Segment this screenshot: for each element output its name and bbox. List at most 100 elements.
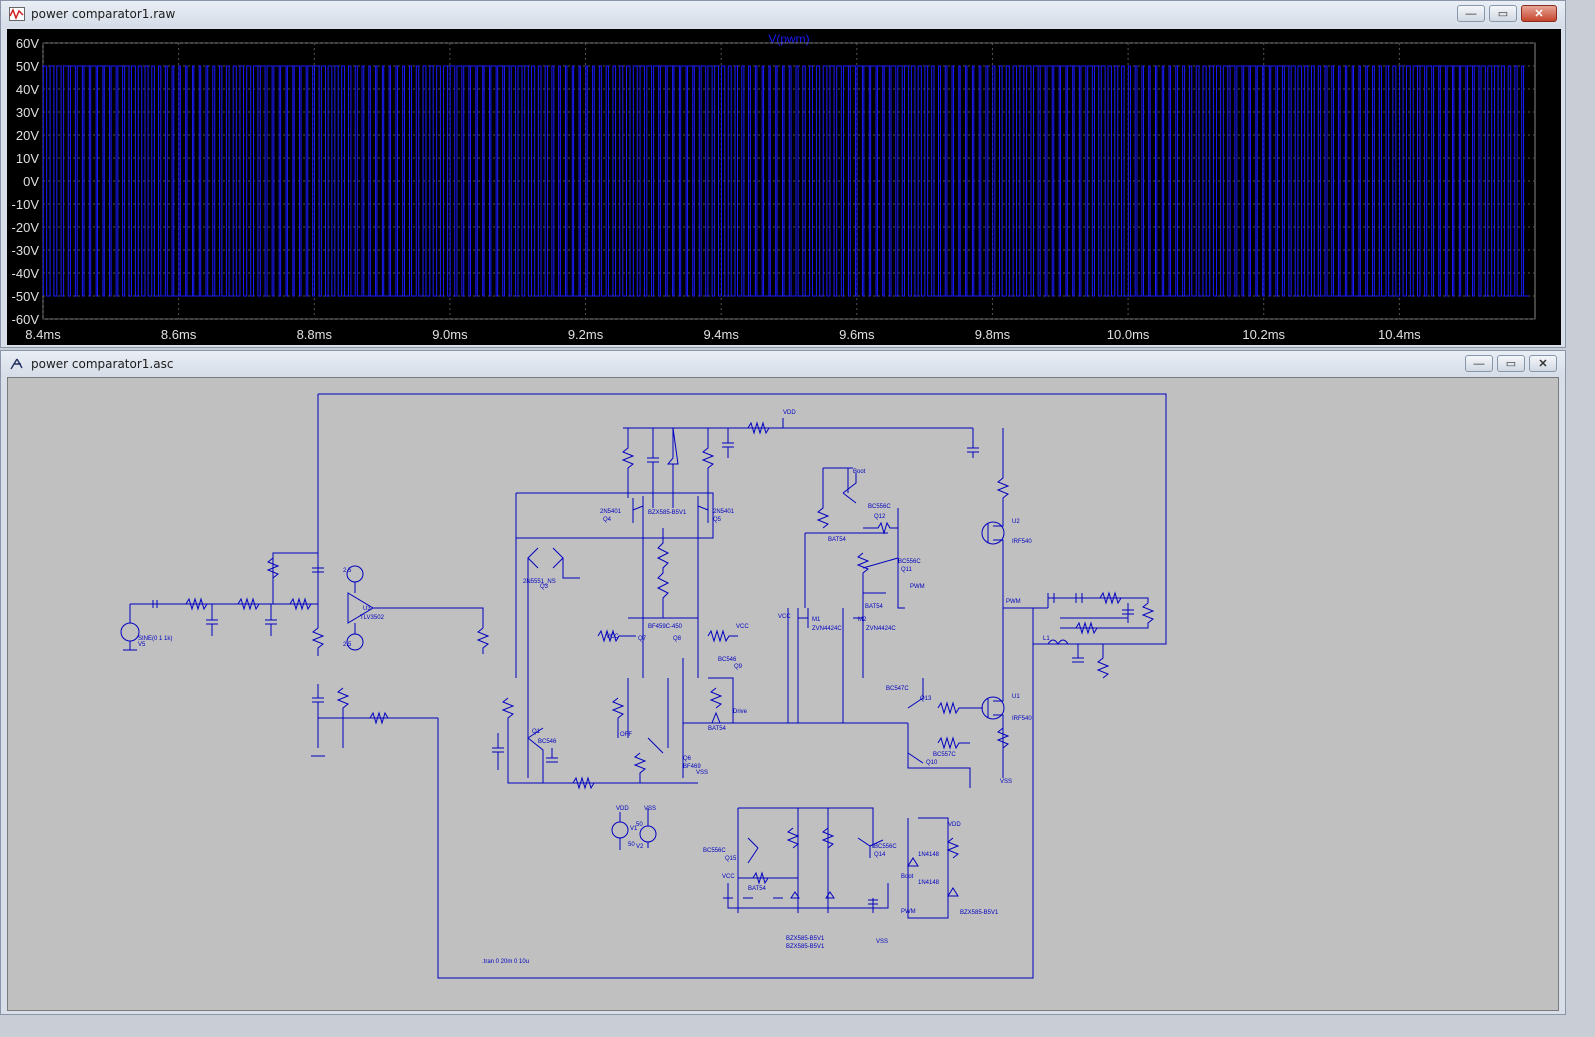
q11-label: Q11 bbox=[901, 567, 913, 573]
q11-model: BC556C bbox=[898, 559, 921, 565]
x-tick-label: 8.4ms bbox=[25, 327, 61, 342]
bat54-bottom: BAT54 bbox=[748, 886, 767, 892]
schematic-minimize-button[interactable]: — bbox=[1465, 355, 1493, 372]
plot-minimize-button[interactable]: — bbox=[1457, 5, 1485, 22]
y-axis-ticks: 60V50V40V30V20V10V0V-10V-20V-30V-40V-50V… bbox=[12, 36, 40, 327]
d-1n4148-a: 1N4148 bbox=[918, 852, 940, 858]
plot-close-button[interactable]: ✕ bbox=[1521, 5, 1557, 22]
schematic-window-titlebar[interactable]: power comparator1.asc — ▭ ✕ bbox=[1, 351, 1565, 377]
output-stage bbox=[787, 428, 1033, 788]
v4-value: 2.5 bbox=[343, 642, 352, 648]
pwm-label: PWM bbox=[910, 584, 925, 590]
schematic-drawing[interactable]: V5 SINE(0 1 1k) U3 TLV3502 2.5 2.5 VDD U… bbox=[8, 378, 1558, 1010]
schematic-icon bbox=[9, 357, 25, 371]
boot-label-bottom: Boot bbox=[901, 874, 914, 880]
plot-window-title: power comparator1.raw bbox=[31, 7, 176, 21]
d-1n4148-b: 1N4148 bbox=[918, 880, 940, 886]
x-tick-label: 10.4ms bbox=[1378, 327, 1421, 342]
pwm-out-label: PWM bbox=[1006, 599, 1021, 605]
q9-label: Q9 bbox=[734, 664, 743, 670]
boot-label: Boot bbox=[853, 469, 866, 475]
x-tick-label: 10.0ms bbox=[1107, 327, 1150, 342]
q14-model: BC556C bbox=[874, 844, 897, 850]
comparator-u3 bbox=[346, 565, 490, 654]
v5-label: V5 bbox=[138, 642, 146, 648]
vss-label: VSS bbox=[696, 770, 708, 776]
u2-model: IRF540 bbox=[1012, 539, 1032, 545]
q7-label: Q7 bbox=[638, 636, 647, 642]
q13-label: Q13 bbox=[920, 696, 932, 702]
u2-label: U2 bbox=[1012, 519, 1020, 525]
output-filter bbox=[1033, 591, 1155, 679]
schematic-canvas[interactable]: V5 SINE(0 1 1k) U3 TLV3502 2.5 2.5 VDD U… bbox=[7, 377, 1559, 1011]
u1-label: U1 bbox=[1012, 694, 1020, 700]
bat54-top: BAT54 bbox=[828, 537, 847, 543]
q5-model: 2N5401 bbox=[713, 509, 735, 515]
x-tick-label: 9.8ms bbox=[975, 327, 1011, 342]
q6-model: BF469 bbox=[683, 764, 701, 770]
feedback-wires bbox=[317, 393, 1167, 979]
q15-label: Q15 bbox=[725, 856, 737, 862]
q12-model: BC556C bbox=[868, 504, 891, 510]
y-tick-label: -10V bbox=[12, 197, 40, 212]
waveform-plot-svg[interactable]: V(pwm) 60V50V40V30V20V10V0V-10V-20V-30V-… bbox=[7, 29, 1561, 345]
q3-label: Q3 bbox=[540, 584, 549, 590]
x-tick-label: 9.2ms bbox=[568, 327, 604, 342]
q9-model: BC546 bbox=[718, 657, 737, 663]
x-tick-label: 9.6ms bbox=[839, 327, 875, 342]
vdd-label-top: VDD bbox=[783, 410, 796, 416]
waveform-icon bbox=[9, 7, 25, 21]
supply-section bbox=[611, 807, 960, 919]
q1-label: Q1 bbox=[532, 729, 541, 735]
spice-directive[interactable]: .tran 0 20m 0 10u bbox=[482, 959, 529, 965]
v2-value: 50 bbox=[636, 822, 643, 828]
trace-v-pwm bbox=[42, 65, 1529, 297]
vss-label-out: VSS bbox=[1000, 779, 1012, 785]
m1-label: M1 bbox=[812, 617, 821, 623]
q4-label: Q4 bbox=[603, 517, 612, 523]
plot-maximize-button[interactable]: ▭ bbox=[1489, 5, 1517, 22]
v1-label: V1 bbox=[630, 826, 638, 832]
y-tick-label: -40V bbox=[12, 266, 40, 281]
y-tick-label: 10V bbox=[16, 151, 39, 166]
v3-value: 2.5 bbox=[343, 568, 352, 574]
y-tick-label: 20V bbox=[16, 128, 39, 143]
q5-label: Q5 bbox=[713, 517, 722, 523]
vdd-label-bottom: VDD bbox=[948, 822, 961, 828]
y-tick-label: 40V bbox=[16, 82, 39, 97]
u1-model: IRF540 bbox=[1012, 716, 1032, 722]
x-tick-label: 9.0ms bbox=[432, 327, 468, 342]
schematic-close-button[interactable]: ✕ bbox=[1529, 355, 1557, 372]
vss-label-bottom: VSS bbox=[876, 939, 888, 945]
vcc-label-mid: VCC bbox=[778, 614, 791, 620]
schematic-maximize-button[interactable]: ▭ bbox=[1497, 355, 1525, 372]
q2-model: 2N5551_NS bbox=[523, 579, 556, 585]
y-tick-label: -60V bbox=[12, 312, 40, 327]
vcc-label-left: VCC bbox=[606, 634, 619, 640]
q10-model: BC557C bbox=[933, 752, 956, 758]
l1-label: L1 bbox=[1043, 636, 1050, 642]
v2-label: V2 bbox=[636, 844, 644, 850]
m1-model: ZVN4424C bbox=[812, 626, 842, 632]
plot-window-titlebar[interactable]: power comparator1.raw — ▭ ✕ bbox=[1, 1, 1565, 27]
v5-value: SINE(0 1 1k) bbox=[138, 636, 172, 642]
zener-bzx-b: BZX585-B5V1 bbox=[786, 944, 825, 950]
vss-source-label: VSS bbox=[644, 806, 656, 812]
v1-value: 50 bbox=[628, 842, 635, 848]
input-stage bbox=[120, 552, 438, 757]
u3-label: U3 bbox=[363, 606, 371, 612]
y-tick-label: -20V bbox=[12, 220, 40, 235]
x-tick-label: 9.4ms bbox=[703, 327, 739, 342]
y-tick-label: -30V bbox=[12, 243, 40, 258]
trace-label-v-pwm[interactable]: V(pwm) bbox=[768, 32, 809, 46]
m2-model: ZVN4424C bbox=[866, 626, 896, 632]
drive-label: Drive bbox=[733, 709, 748, 715]
off-label: OFF bbox=[620, 732, 632, 738]
zener-bzx-out: BZX585-B5V1 bbox=[960, 910, 999, 916]
q6-label: Q6 bbox=[683, 756, 692, 762]
q4-model: 2N5401 bbox=[600, 509, 622, 515]
y-tick-label: -50V bbox=[12, 289, 40, 304]
schematic-window-title: power comparator1.asc bbox=[31, 357, 174, 371]
